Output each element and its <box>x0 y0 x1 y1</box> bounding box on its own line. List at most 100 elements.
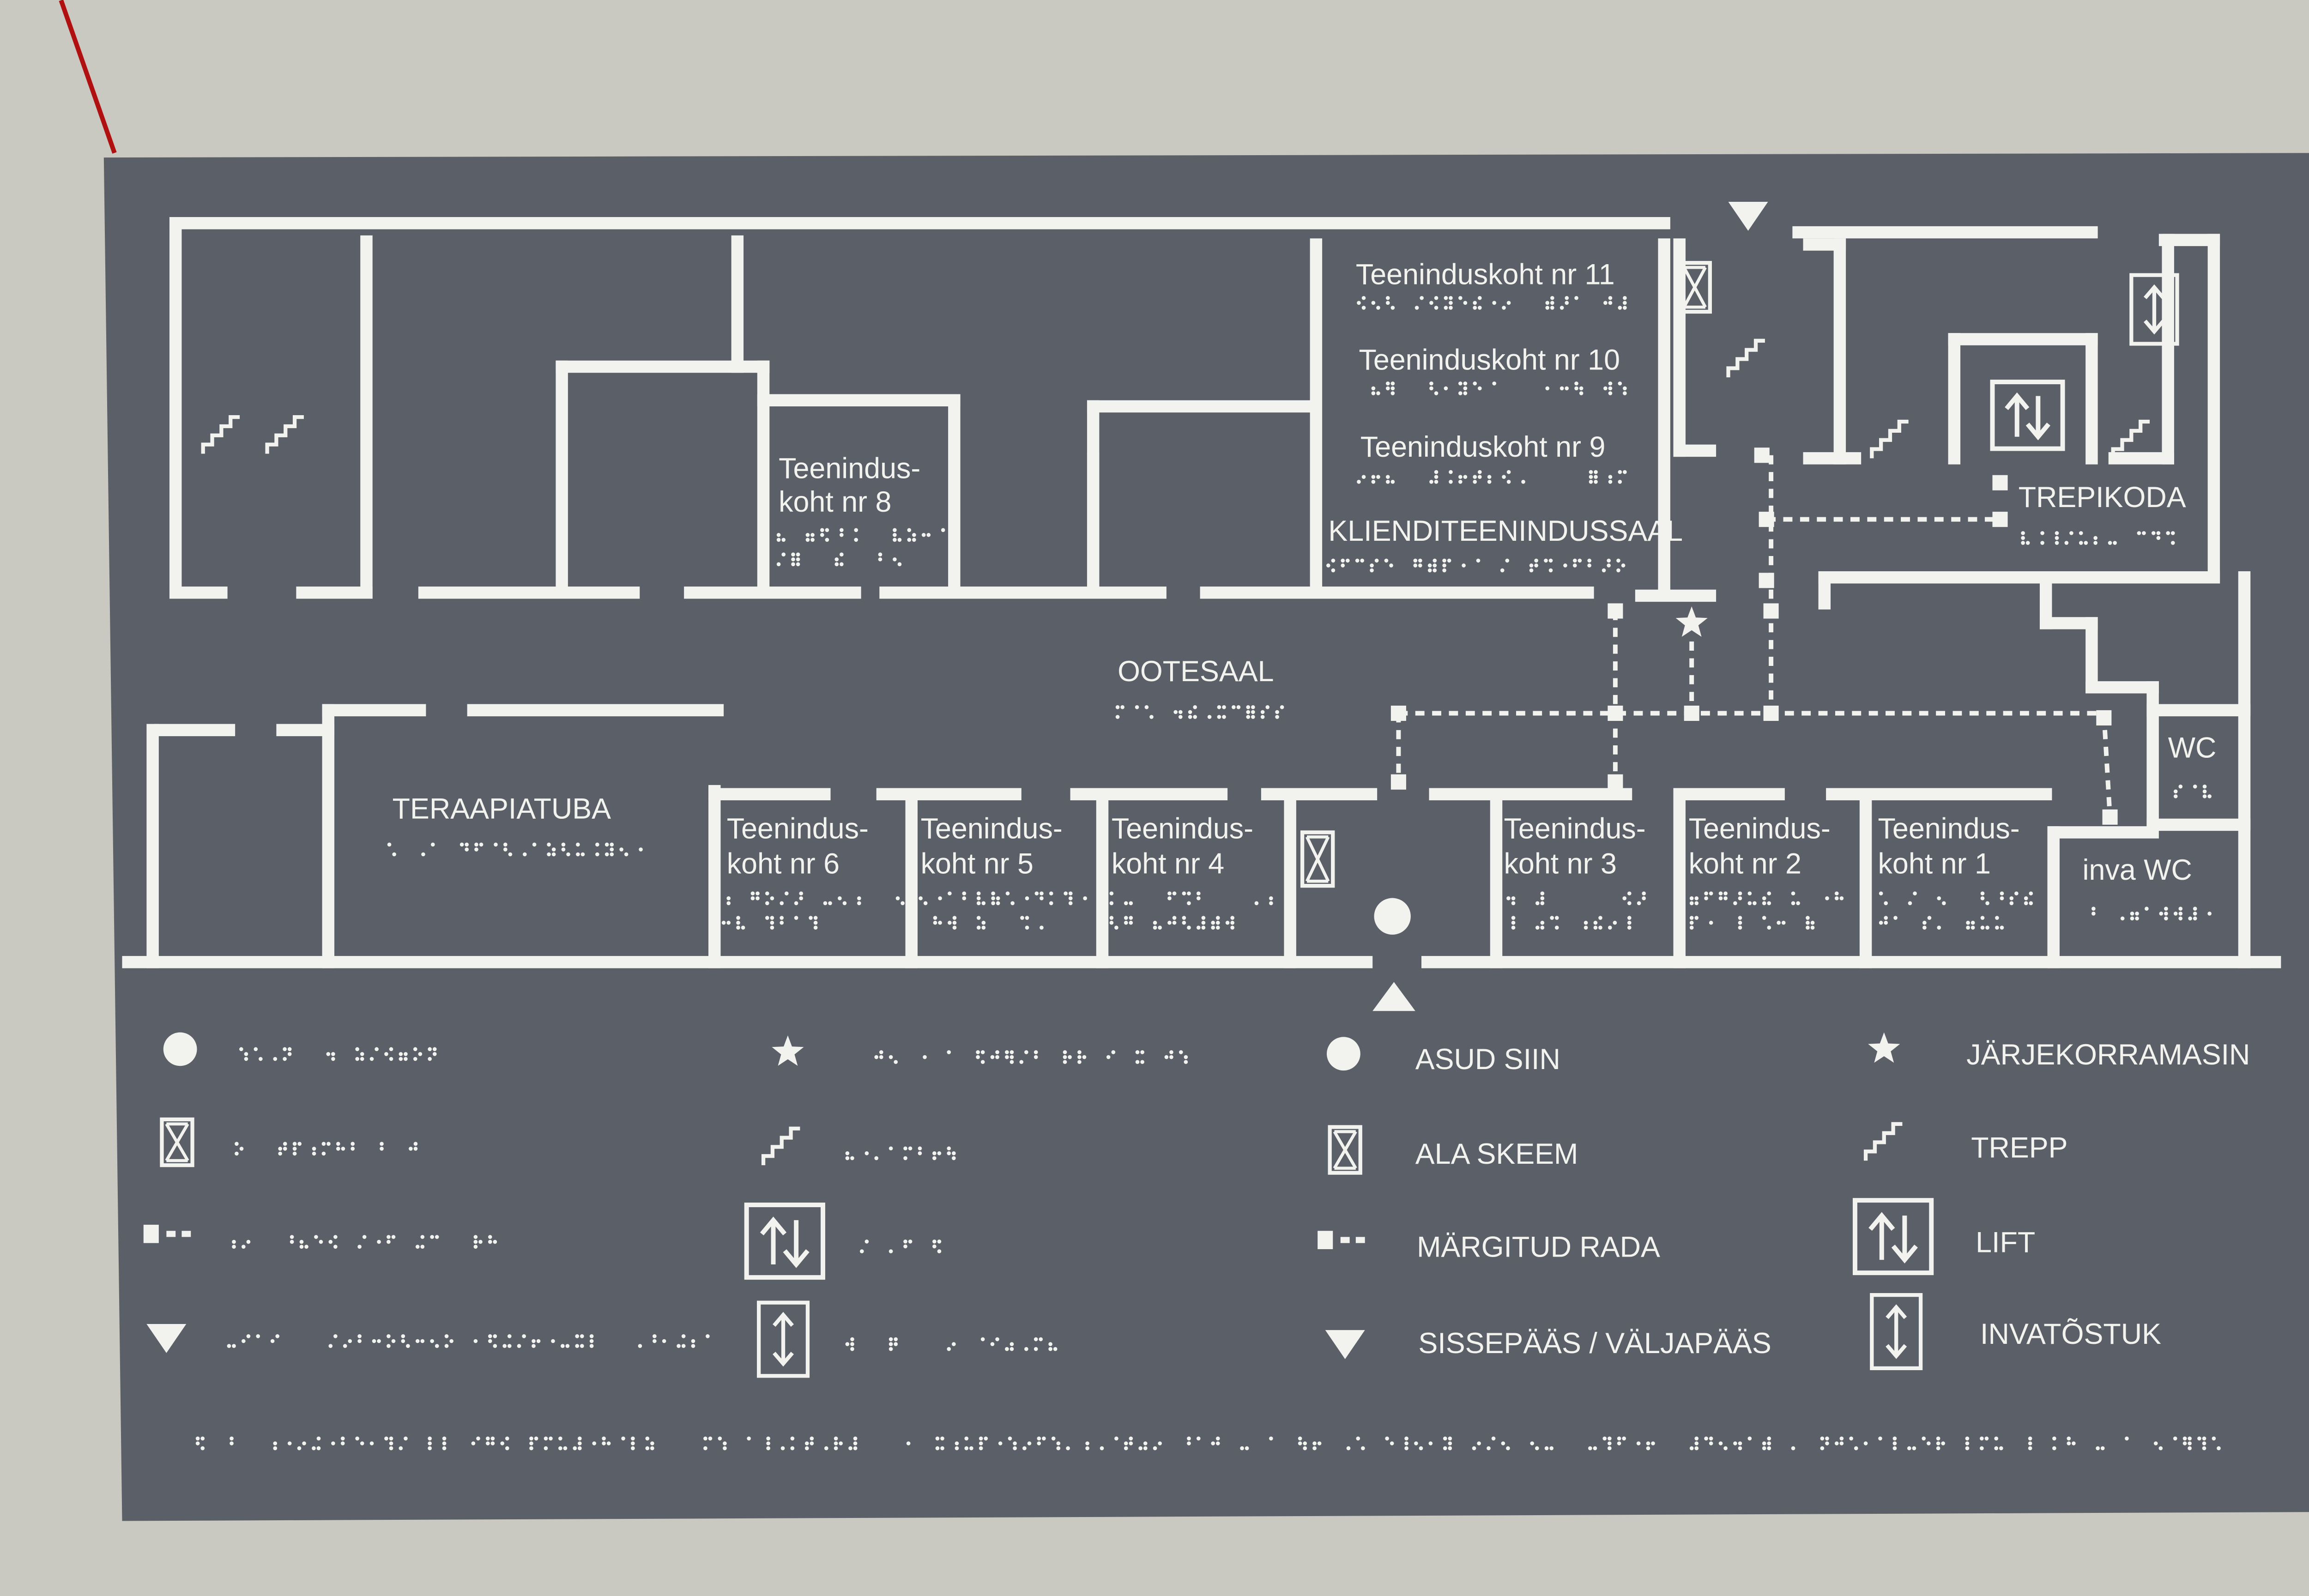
braille-dot <box>532 1344 536 1348</box>
braille-dot <box>2207 794 2212 798</box>
braille-dot <box>573 1446 577 1451</box>
braille-dot <box>1193 715 1197 719</box>
braille-dot <box>1114 925 1118 930</box>
lift-icon <box>2005 392 2050 441</box>
braille-dot <box>380 1142 384 1146</box>
braille-dot <box>2029 891 2033 895</box>
braille-dot <box>1550 916 1554 920</box>
braille-dot <box>1008 1436 1012 1441</box>
braille-dot <box>947 1347 951 1351</box>
braille-dot <box>1207 715 1212 719</box>
braille-dot <box>1820 1446 1825 1451</box>
braille-dot <box>1068 1055 1072 1059</box>
braille-dot <box>362 1235 367 1239</box>
braille-dot <box>1064 891 1068 895</box>
braille-dot <box>389 1047 393 1052</box>
braille-dot <box>938 920 942 925</box>
braille-dot <box>2052 1436 2056 1441</box>
platform-lift-icon <box>1886 1304 1907 1359</box>
braille-dot <box>1434 475 1439 479</box>
braille-dot <box>1477 296 1482 300</box>
braille-dot <box>1806 925 1810 930</box>
braille-dot <box>2173 911 2178 916</box>
braille-dot <box>1063 1060 1067 1064</box>
braille-dot <box>810 533 815 537</box>
braille-dot <box>810 1436 814 1441</box>
braille-dot <box>1589 475 1593 479</box>
braille-dot <box>355 1057 359 1061</box>
braille-dot <box>1617 1441 1621 1445</box>
room-label-5b: koht nr 5 <box>921 848 1034 880</box>
braille-dot <box>804 1446 809 1451</box>
braille-dot <box>2164 911 2168 916</box>
braille-dot <box>1738 1441 1742 1445</box>
braille-dot <box>1608 925 1612 930</box>
star-icon <box>1868 1032 1900 1063</box>
braille-dot <box>522 1334 526 1338</box>
braille-dot <box>736 920 740 925</box>
braille-dot <box>2130 916 2134 921</box>
no-map-icon <box>1333 1130 1357 1170</box>
braille-dot <box>1024 1347 1028 1351</box>
braille-dot <box>1201 916 1206 920</box>
braille-dot <box>473 1339 478 1343</box>
braille-dot <box>1540 891 1545 895</box>
braille-dot <box>1593 1446 1597 1451</box>
braille-dot <box>770 896 774 901</box>
braille-dot <box>2000 896 2004 901</box>
room-label-8a: Teenindus- <box>779 452 920 484</box>
braille-dot <box>1608 475 1613 479</box>
braille-dot <box>1627 925 1632 930</box>
braille-dot <box>1312 1446 1317 1451</box>
braille-dot <box>1215 1441 1220 1445</box>
braille-dot <box>389 1446 393 1451</box>
braille-dot <box>1390 386 1395 391</box>
braille-dot <box>435 1344 439 1348</box>
braille-dot <box>1184 1060 1188 1064</box>
braille-dot <box>1404 1446 1408 1451</box>
you-are-here-icon <box>1374 898 1411 935</box>
braille-dot <box>952 1156 956 1161</box>
braille-dot <box>1068 891 1073 895</box>
braille-dot <box>1056 1446 1061 1451</box>
braille-dot <box>549 1436 553 1441</box>
braille-dot <box>1608 1436 1612 1441</box>
braille-dot <box>2207 911 2212 916</box>
braille-dot <box>1578 558 1582 563</box>
braille-dot <box>1492 301 1496 305</box>
braille-dot <box>1298 1436 1302 1441</box>
braille-dot <box>2151 531 2156 535</box>
braille-dot <box>1834 1441 1839 1445</box>
braille-dot <box>1217 705 1221 709</box>
braille-dot <box>2009 896 2014 901</box>
braille-dot <box>1230 925 1234 930</box>
braille-dot <box>360 1441 364 1445</box>
braille-dot <box>1622 1436 1626 1441</box>
braille-dot <box>908 1146 913 1151</box>
braille-dot <box>589 1344 594 1348</box>
braille-dot <box>578 1436 582 1441</box>
braille-dot <box>1718 896 1723 901</box>
braille-dot <box>1820 1436 1825 1441</box>
room-label-3a: Teenindus- <box>1504 813 1646 845</box>
braille-dot <box>1511 925 1516 930</box>
braille-dot <box>430 1339 434 1343</box>
braille-dot <box>2145 907 2149 911</box>
braille-dot <box>2055 541 2059 545</box>
braille-dot <box>1109 891 1114 895</box>
braille-dot <box>348 1339 352 1343</box>
braille-dot <box>969 1446 973 1451</box>
braille-dot <box>273 1057 278 1061</box>
no-map-icon <box>1306 835 1330 883</box>
braille-dot <box>2025 541 2030 545</box>
braille-dot <box>473 1239 478 1244</box>
braille-dot <box>1082 1055 1087 1059</box>
braille-dot <box>316 1446 321 1451</box>
braille-dot <box>1178 710 1183 714</box>
braille-dot <box>1565 301 1569 305</box>
braille-dot <box>1429 386 1433 391</box>
braille-dot <box>351 1142 355 1146</box>
braille-dot <box>1971 920 1975 925</box>
braille-dot <box>1068 901 1073 906</box>
braille-dot <box>1506 896 1511 901</box>
